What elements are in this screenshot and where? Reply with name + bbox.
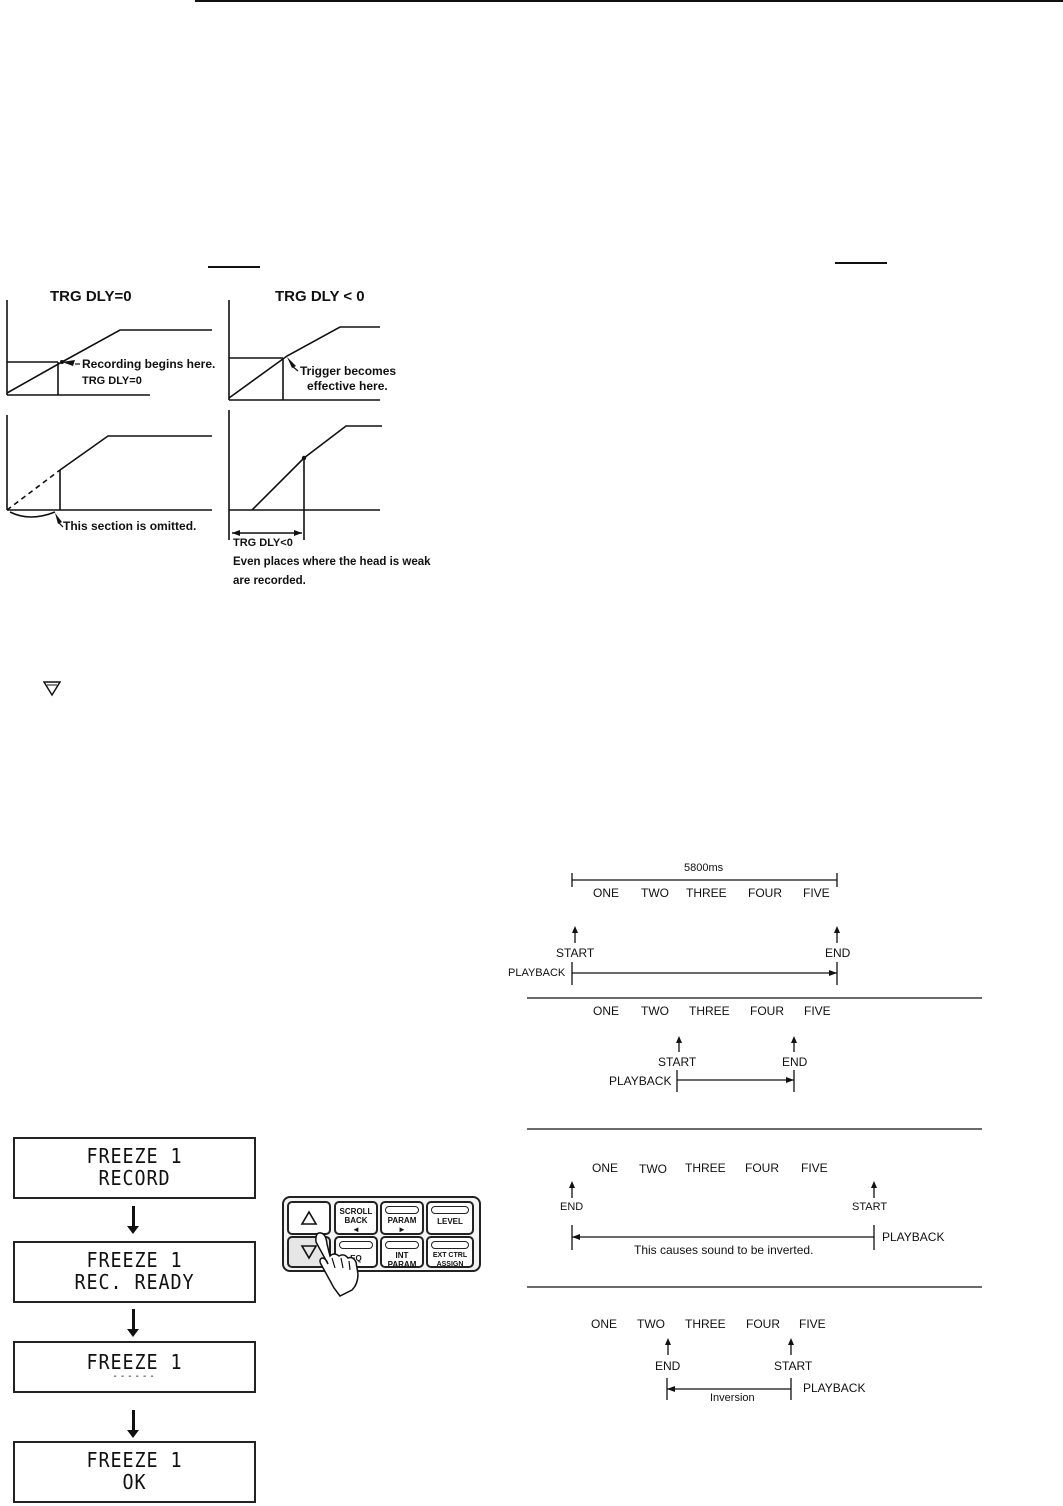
duration-label: 5800ms (684, 862, 724, 874)
level-button[interactable]: LEVEL (426, 1201, 474, 1235)
underline-mark-right (835, 262, 887, 264)
graph-left-title: TRG DLY=0 (50, 288, 132, 305)
playback-label: PLAYBACK (508, 967, 566, 979)
key-label: EXT CTRL (432, 1252, 468, 1259)
playback-label: PLAYBACK (882, 1230, 945, 1244)
lcd-progress-dashes: ------ (112, 1371, 157, 1382)
word-five: FIVE (803, 886, 830, 900)
param-button[interactable]: PARAM ► (380, 1201, 424, 1235)
scroll-back-button[interactable]: SCROLL BACK ◄ (334, 1201, 378, 1235)
header-rule (195, 0, 1063, 2)
key-label: LEVEL (437, 1217, 463, 1226)
lcd-line: REC. READY (74, 1270, 195, 1294)
word-one: ONE (593, 886, 620, 900)
lcd-line: FREEZE 1 (86, 1448, 183, 1472)
word-four: FOUR (746, 1317, 780, 1331)
word-three: THREE (685, 1161, 726, 1175)
key-label: EQ (350, 1254, 362, 1263)
up-triangle-icon (300, 1210, 318, 1225)
playback-label: PLAYBACK (609, 1074, 672, 1088)
pressing-hand-icon (315, 1232, 359, 1297)
playback-timelines (527, 873, 982, 1400)
inverted-note: This causes sound to be inverted. (634, 1243, 814, 1257)
left-arrow-icon: ◄ (352, 1225, 360, 1234)
word-five: FIVE (801, 1161, 828, 1175)
led-indicator (431, 1206, 469, 1214)
graph-right-note-2: are recorded. (233, 575, 306, 587)
flow-arrow (127, 1410, 139, 1438)
key-label: INT (395, 1251, 409, 1260)
end-label: END (825, 946, 851, 960)
word-one: ONE (593, 1004, 620, 1018)
lcd-line: FREEZE 1 (86, 1144, 183, 1168)
ext-ctrl-assign-button[interactable]: EXT CTRL ASSIGN (426, 1236, 474, 1268)
graph-right-callout-2: effective here. (307, 379, 388, 393)
down-triangle-icon (42, 681, 62, 697)
key-label: PARAM (387, 1216, 417, 1225)
lcd-line: FREEZE 1 (86, 1248, 183, 1272)
start-label: START (852, 1201, 888, 1213)
word-five: FIVE (804, 1004, 831, 1018)
end-label: END (655, 1359, 681, 1373)
word-two: TWO (637, 1317, 665, 1331)
key-label: PARAM (387, 1260, 417, 1269)
word-five: FIVE (799, 1317, 826, 1331)
lcd-line: RECORD (98, 1166, 171, 1190)
end-label: END (782, 1055, 808, 1069)
word-two: TWO (641, 1004, 669, 1018)
word-two: TWO (639, 1162, 667, 1176)
lcd-freeze-rec-ready: FREEZE 1 REC. READY (13, 1241, 256, 1303)
word-one: ONE (592, 1161, 619, 1175)
end-label: END (560, 1201, 584, 1213)
trigger-delay-graphs (6, 300, 382, 540)
lcd-freeze-record: FREEZE 1 RECORD (13, 1137, 256, 1199)
lcd-freeze-ok: FREEZE 1 OK (13, 1441, 256, 1503)
graph-right-dim-label: TRG DLY<0 (233, 537, 293, 549)
start-label: START (556, 946, 595, 960)
start-label: START (774, 1359, 813, 1373)
lcd-line: OK (122, 1470, 147, 1494)
word-one: ONE (591, 1317, 618, 1331)
led-indicator (385, 1241, 419, 1249)
underline-mark-left (208, 266, 260, 268)
lcd-line: FREEZE 1 (86, 1350, 183, 1374)
word-four: FOUR (750, 1004, 784, 1018)
lcd-freeze-progress: FREEZE 1 ------ (13, 1341, 256, 1393)
playback-label: PLAYBACK (803, 1381, 866, 1395)
int-param-button[interactable]: INT PARAM (380, 1236, 424, 1269)
key-label: SCROLL (339, 1207, 373, 1216)
graph-right-note-1: Even places where the head is weak (233, 556, 431, 568)
up-button[interactable] (287, 1201, 331, 1235)
graph-left-callout: Recording begins here. (82, 357, 216, 371)
graph-left-bottom-note: This section is omitted. (63, 519, 197, 533)
key-label: BACK (344, 1216, 368, 1225)
start-label: START (658, 1055, 697, 1069)
word-three: THREE (686, 886, 727, 900)
led-indicator (431, 1241, 469, 1249)
word-four: FOUR (748, 886, 782, 900)
word-three: THREE (685, 1317, 726, 1331)
graph-right-callout: Trigger becomes (300, 364, 397, 378)
flow-arrow (127, 1206, 139, 1234)
word-two: TWO (641, 886, 669, 900)
graph-right-title: TRG DLY < 0 (275, 288, 365, 305)
led-indicator (339, 1241, 373, 1249)
inversion-label: Inversion (710, 1392, 755, 1404)
led-indicator (385, 1206, 419, 1214)
word-three: THREE (689, 1004, 730, 1018)
graph-left-callout-2: TRG DLY=0 (82, 375, 142, 387)
key-label: ASSIGN (436, 1261, 464, 1268)
word-four: FOUR (745, 1161, 779, 1175)
right-arrow-icon: ► (398, 1225, 406, 1234)
flow-arrow (127, 1309, 139, 1337)
down-triangle-icon (300, 1245, 318, 1260)
